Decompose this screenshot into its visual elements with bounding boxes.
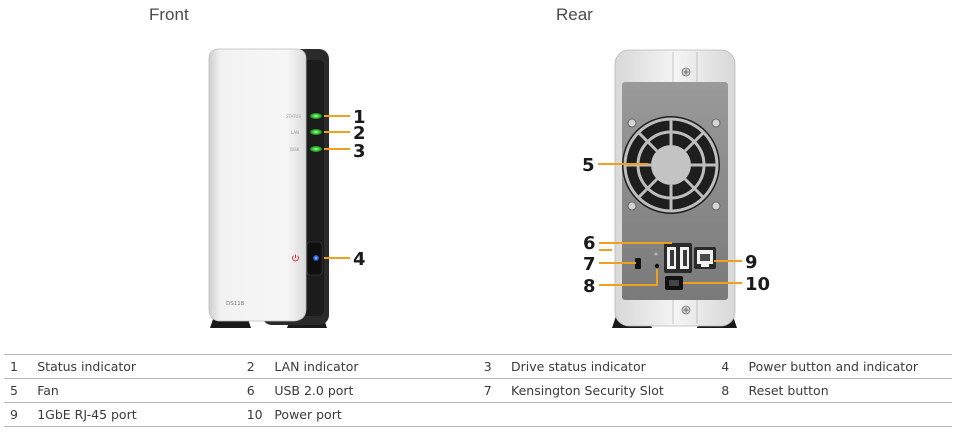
legend-number: 2 bbox=[246, 359, 255, 374]
legend-number: 10 bbox=[246, 407, 263, 422]
legend-number: 8 bbox=[721, 383, 730, 398]
legend-row: 9 1GbE RJ-45 port 10 Power port bbox=[4, 402, 953, 427]
legend-number: 4 bbox=[721, 359, 730, 374]
callout-2: 2 bbox=[353, 123, 366, 144]
lan-led bbox=[310, 129, 322, 135]
legend-number: 6 bbox=[246, 383, 255, 398]
legend-row: 5 Fan 6 USB 2.0 port 7 Kensington Securi… bbox=[4, 378, 952, 403]
callout-7: 7 bbox=[583, 254, 596, 275]
legend-number bbox=[478, 403, 505, 427]
status-led bbox=[310, 113, 322, 119]
legend-label: Reset button bbox=[748, 383, 829, 398]
legend-number: 1 bbox=[10, 359, 18, 374]
front-heading: Front bbox=[149, 5, 189, 24]
legend-number: 3 bbox=[483, 359, 492, 374]
lan-led-label: LAN bbox=[291, 130, 299, 135]
rear-device bbox=[612, 49, 737, 328]
power-led bbox=[313, 255, 319, 261]
legend-label: Power button and indicator bbox=[748, 359, 918, 374]
legend-label: 1GbE RJ-45 port bbox=[37, 407, 137, 422]
fan bbox=[622, 116, 720, 214]
callout-8: 8 bbox=[583, 276, 596, 297]
disk-led-label: DISK bbox=[290, 147, 300, 152]
callout-9: 9 bbox=[745, 252, 758, 273]
legend-number: 5 bbox=[10, 383, 18, 398]
callout-4: 4 bbox=[353, 249, 366, 270]
legend-number bbox=[715, 403, 742, 427]
callout-lines bbox=[324, 115, 742, 286]
rear-heading: Rear bbox=[556, 5, 593, 24]
callout-3: 3 bbox=[353, 141, 366, 162]
legend-row: 1 Status indicator 2 LAN indicator 3 Dri… bbox=[4, 354, 952, 379]
callout-10: 10 bbox=[745, 274, 770, 295]
legend-number: 7 bbox=[483, 383, 492, 398]
callout-numbers: 1 2 3 4 5 6 7 8 9 10 bbox=[353, 107, 770, 297]
front-device: STATUS LAN DISK DS118 bbox=[208, 48, 329, 328]
legend-label: Drive status indicator bbox=[511, 359, 646, 374]
disk-led bbox=[310, 146, 322, 152]
callout-5: 5 bbox=[582, 155, 595, 176]
legend-label: Status indicator bbox=[37, 359, 137, 374]
legend-label: USB 2.0 port bbox=[274, 383, 354, 398]
rj45-port[interactable] bbox=[694, 247, 716, 269]
reset-hole[interactable] bbox=[654, 263, 660, 269]
front-white-body bbox=[208, 48, 307, 322]
legend-label bbox=[743, 403, 953, 427]
legend-number: 9 bbox=[10, 407, 18, 422]
legend-table: 1 Status indicator 2 LAN indicator 3 Dri… bbox=[4, 354, 952, 427]
device-diagram: STATUS LAN DISK DS118 bbox=[208, 48, 770, 328]
legend-label: Kensington Security Slot bbox=[511, 383, 664, 398]
fan-screws bbox=[627, 118, 721, 211]
status-led-label: STATUS bbox=[286, 114, 301, 119]
model-label: DS118 bbox=[226, 301, 245, 307]
legend-label: Power port bbox=[274, 407, 342, 422]
usb-ports[interactable] bbox=[664, 243, 692, 273]
callout-1: 1 bbox=[353, 107, 366, 128]
legend-label: Fan bbox=[37, 383, 59, 398]
callout-6: 6 bbox=[583, 233, 596, 254]
power-icon bbox=[292, 254, 299, 262]
kensington-slot bbox=[635, 258, 641, 269]
legend-label bbox=[505, 403, 715, 427]
legend-label: LAN indicator bbox=[274, 359, 359, 374]
